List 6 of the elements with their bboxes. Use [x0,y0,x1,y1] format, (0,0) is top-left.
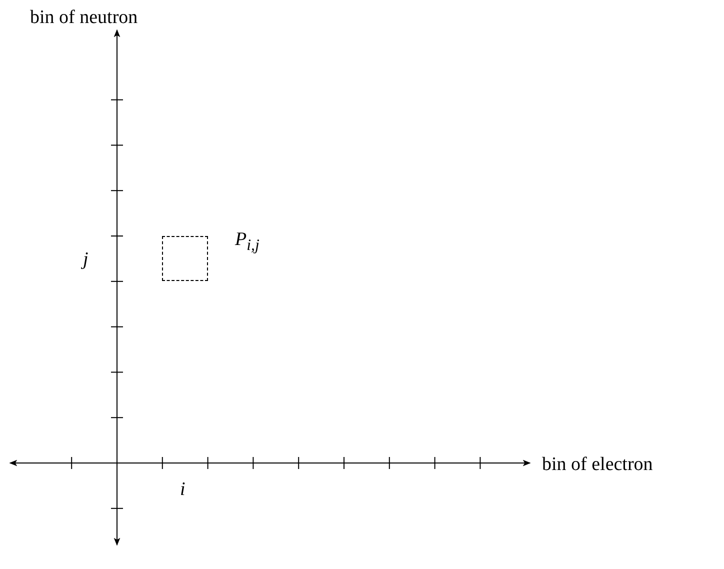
axis-title: bin of neutron [30,8,138,27]
tick-label: i [180,480,186,499]
cell-label: P$_{i,j}$ [235,230,260,254]
tick-label: j [83,250,88,269]
dashed-square [162,236,208,282]
axis-title: bin of electron [542,455,653,474]
